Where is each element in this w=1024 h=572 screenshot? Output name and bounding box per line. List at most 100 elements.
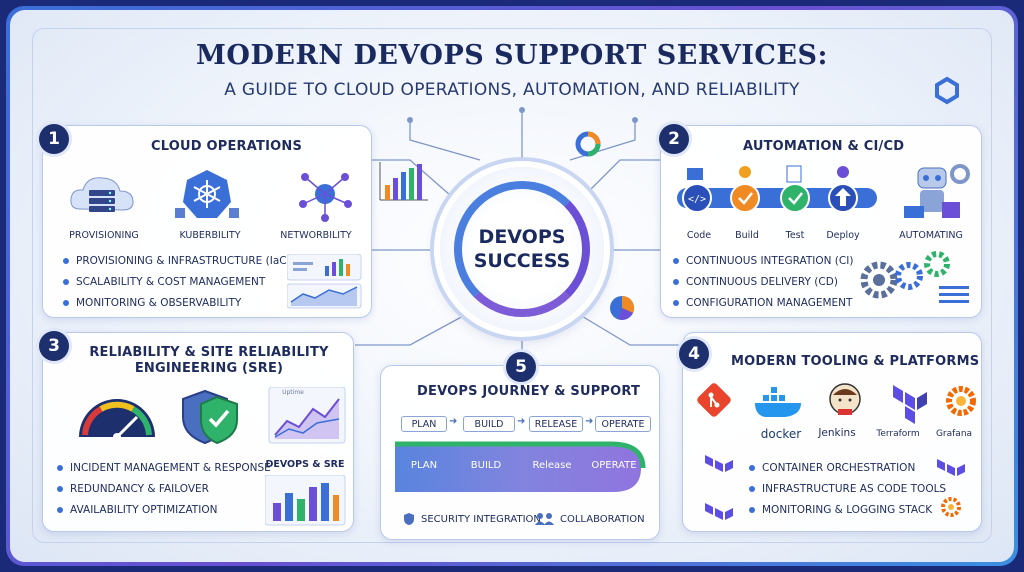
journey-stage-build: BUILD [463, 416, 515, 432]
panel-journey-title: DEVOPS JOURNEY & SUPPORT [417, 384, 641, 399]
inner-border [32, 28, 992, 543]
journey-stage-release: RELEASE [529, 416, 583, 432]
panel-reliability-title-line2: ENGINEERING (SRE) [134, 361, 284, 376]
terraform-side-icons [705, 455, 733, 520]
connector-lines [355, 76, 959, 355]
git-icon [697, 383, 731, 417]
center-bar-chart-icon [379, 162, 428, 201]
infographic-board: MODERN DEVOPS SUPPORT SERVICES: A GUIDE … [10, 10, 1014, 562]
docker-logo-text: docker [760, 427, 802, 441]
step-label: Test [785, 230, 805, 241]
list-item: INFRASTRUCTURE AS CODE TOOLS [749, 478, 946, 499]
list-item: CONTINUOUS DELIVERY (CD) [673, 271, 853, 292]
panel-number-5: 5 [506, 352, 536, 382]
robot-icon [904, 164, 970, 218]
journey-band-arrow [395, 441, 646, 492]
uptime-chart-icon [268, 387, 346, 444]
cloud-icon-caption-1: PROVISIONING [69, 230, 139, 241]
sre-chart-label: DEVOPS & SRE [265, 459, 345, 470]
panel-modern-tooling: MODERN TOOLING & PLATFORMS [679, 332, 982, 532]
reliability-bullets: INCIDENT MANAGEMENT & RESPONSE REDUNDANC… [57, 457, 271, 520]
jenkins-icon [829, 383, 861, 415]
page-subtitle: A GUIDE TO CLOUD OPERATIONS, AUTOMATION,… [224, 80, 800, 100]
outer-frame: MODERN DEVOPS SUPPORT SERVICES: A GUIDE … [6, 6, 1018, 566]
robot-caption: AUTOMATING [899, 230, 963, 241]
cloud-bullets: PROVISIONING & INFRASTRUCTURE (IaC) SCAL… [63, 250, 291, 313]
panel-cloud-title: CLOUD OPERATIONS [151, 139, 303, 154]
terraform-icon [893, 385, 927, 424]
uptime-chart-label: Uptime [282, 389, 304, 396]
test-icon [780, 165, 810, 213]
security-integration-label: SECURITY INTEGRATION [403, 512, 541, 526]
hub-label: DEVOPS SUCCESS [440, 225, 604, 273]
network-icon [299, 173, 352, 222]
hub-ring [454, 181, 590, 317]
panel-number-1: 1 [39, 124, 69, 154]
band-stage-release: Release [532, 459, 572, 471]
shield-check-icon [182, 389, 238, 445]
step-label: Deploy [826, 230, 860, 241]
code-icon: </> [682, 168, 712, 213]
cloud-icon-caption-2: KUBERBILITY [179, 230, 241, 241]
shield-icon [404, 513, 414, 525]
list-item: REDUNDANCY & FAILOVER [57, 478, 271, 499]
list-item: CONTAINER ORCHESTRATION [749, 457, 946, 478]
band-stage-build: BUILD [470, 459, 502, 471]
panel-number-3: 3 [39, 331, 69, 361]
build-icon [730, 166, 760, 213]
tooling-bullets: CONTAINER ORCHESTRATION INFRASTRUCTURE A… [749, 457, 946, 520]
panel-tooling-title: MODERN TOOLING & PLATFORMS [731, 354, 980, 369]
band-stage-plan: PLAN [410, 459, 438, 471]
panel-reliability-title: RELIABILITY & SITE RELIABILITY ENGINEERI… [73, 345, 345, 377]
hub-label-line1: DEVOPS [478, 226, 566, 248]
grafana-logo-text: Grafana [935, 429, 973, 439]
list-item: PROVISIONING & INFRASTRUCTURE (IaC) [63, 250, 291, 271]
band-stage-operate: OPERATE [591, 459, 637, 471]
panel-reliability-title-line1: RELIABILITY & SITE RELIABILITY [89, 345, 329, 360]
list-item: SCALABILITY & COST MANAGEMENT [63, 271, 291, 292]
page-title: MODERN DEVOPS SUPPORT SERVICES: [196, 40, 828, 71]
step-label: Code [686, 230, 712, 241]
people-icon [535, 513, 554, 525]
dashboard-icon [287, 254, 362, 309]
step-label: Build [735, 230, 759, 241]
panel-cloud-operations: CLOUD OPERATIONS [39, 124, 372, 318]
docker-icon [755, 387, 801, 417]
automation-bullets: CONTINUOUS INTEGRATION (CI) CONTINUOUS D… [673, 250, 853, 313]
list-item: CONTINUOUS INTEGRATION (CI) [673, 250, 853, 271]
right-side-icons [937, 459, 965, 517]
panel-number-2: 2 [659, 124, 689, 154]
panel-reliability-sre: RELIABILITY & SITE RELIABILITY ENGINEERI… [39, 331, 354, 532]
list-item: MONITORING & LOGGING STACK [749, 499, 946, 520]
gauge-icon [79, 399, 155, 441]
reliability-icons-row [79, 387, 346, 445]
journey-stage-operate: OPERATE [595, 416, 651, 432]
list-item: CONFIGURATION MANAGEMENT [673, 292, 853, 313]
arrow-right-icon: ➜ [585, 416, 594, 427]
jenkins-logo-text: Jenkins [818, 427, 856, 439]
provisioning-cloud-icon [70, 177, 134, 212]
center-pie-chart-icon [610, 295, 635, 320]
svg-text:</>: </> [688, 194, 706, 205]
list-item: MONITORING & OBSERVABILITY [63, 292, 291, 313]
arrow-right-icon: ➜ [517, 416, 526, 427]
cloud-icons-row [70, 170, 352, 222]
gears-icon [860, 251, 969, 303]
panel-number-4: 4 [679, 339, 709, 369]
cicd-pipeline-icons: </> [677, 164, 970, 218]
tooling-logos-row [697, 383, 976, 424]
panel-automation-cicd: AUTOMATION & CI/CD </> Code Build Test D… [659, 124, 982, 318]
sre-bar-chart-icon [265, 475, 346, 526]
cloud-icon-caption-3: NETWORBILITY [280, 230, 352, 241]
grafana-icon [946, 386, 976, 416]
hub-label-line2: SUCCESS [473, 250, 571, 272]
devops-success-hub: DEVOPS SUCCESS [440, 167, 604, 331]
arrow-right-icon: ➜ [449, 416, 458, 427]
list-item: INCIDENT MANAGEMENT & RESPONSE [57, 457, 271, 478]
collaboration-label: COLLABORATION [535, 512, 645, 526]
panel-devops-journey: DEVOPS JOURNEY & SUPPORT PLAN ➜ BUILD ➜ … [380, 352, 660, 540]
center-donut-icon [575, 131, 601, 157]
kubernetes-icon [175, 170, 239, 218]
hexagon-icon [935, 76, 959, 105]
list-item: AVAILABILITY OPTIMIZATION [57, 499, 271, 520]
